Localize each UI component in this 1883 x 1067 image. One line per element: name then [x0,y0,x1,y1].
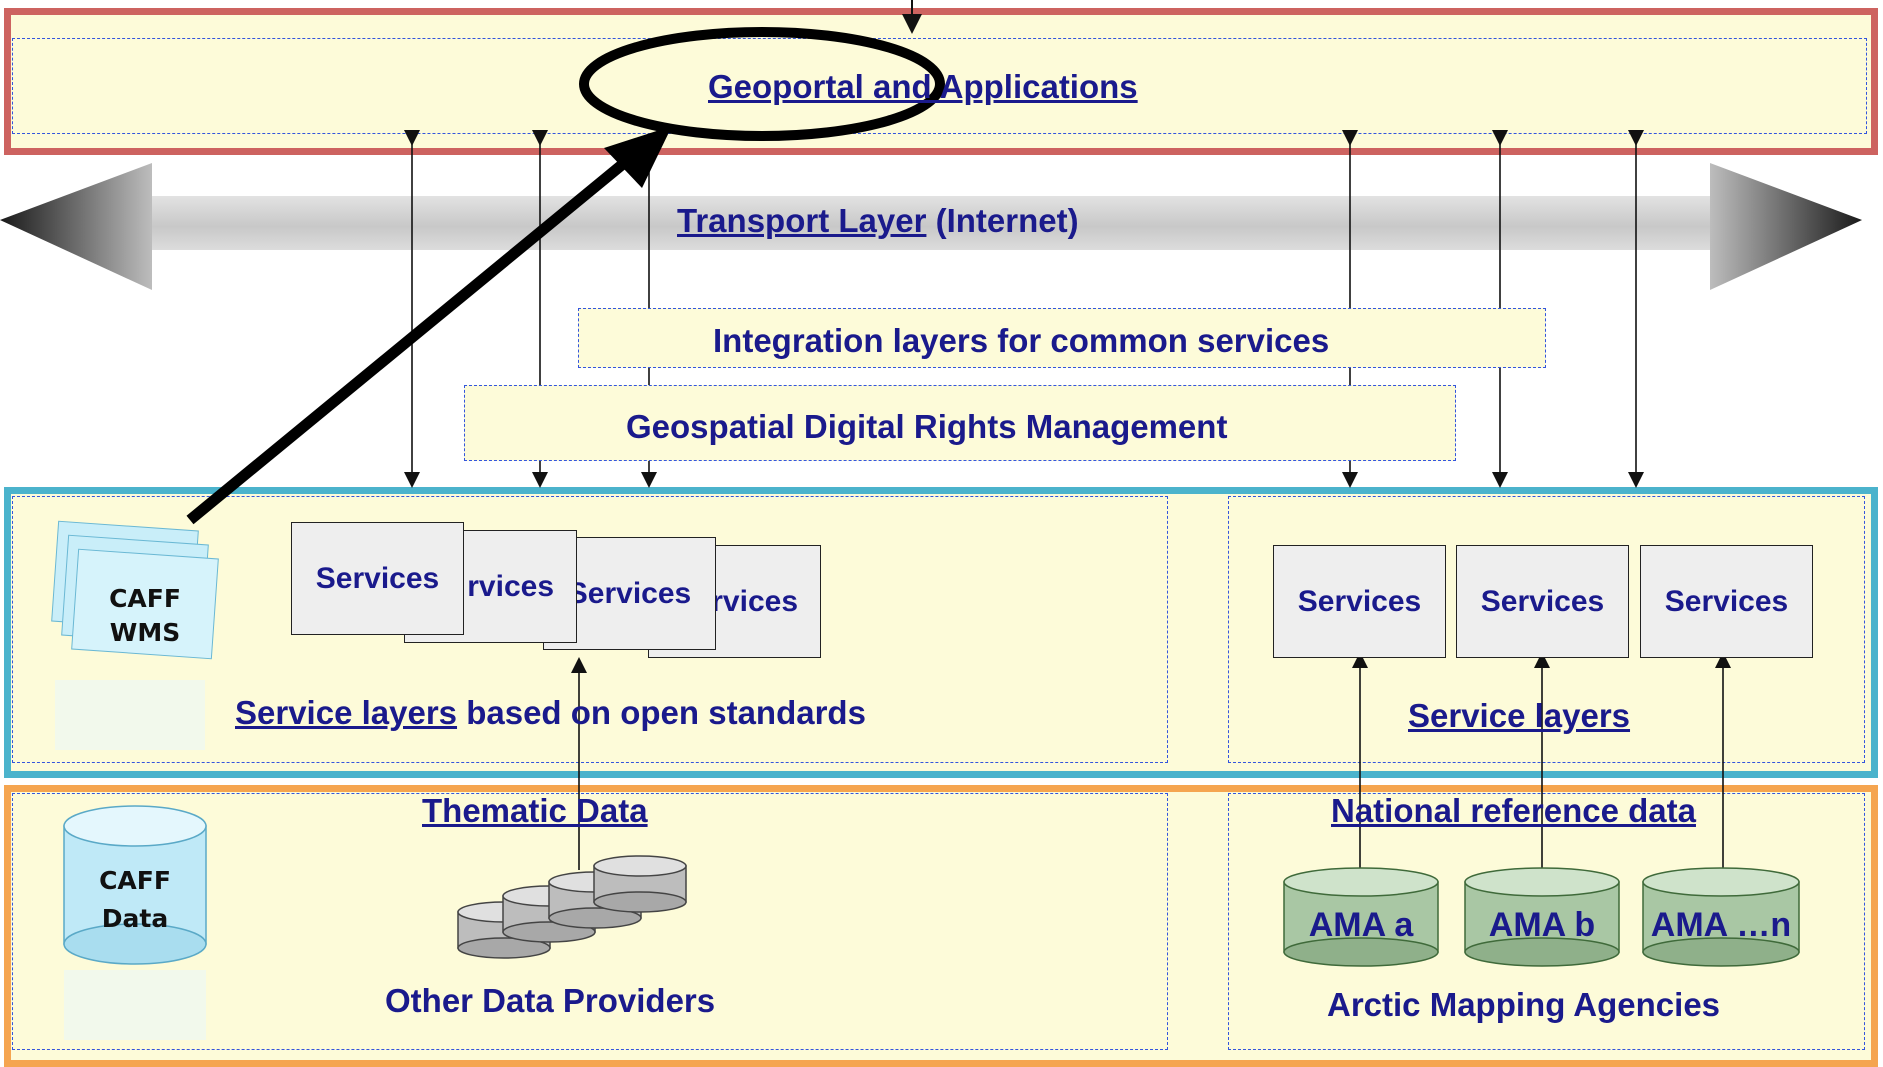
thematic-data-link[interactable]: Thematic Data [422,792,648,829]
caff-data-cylinder [63,805,207,1040]
service-layers-suffix: based on open standards [457,694,866,731]
national-reference-data-link[interactable]: National reference data [1331,792,1696,829]
transport-label: Transport Layer (Internet) [677,202,1079,240]
integration-box [578,308,1546,368]
data-provider-disks [457,855,687,959]
service-layers-right-link[interactable]: Service layers [1408,697,1631,734]
caff-data-label: CAFF Data [80,862,190,938]
integration-label: Integration layers for common services [713,322,1330,359]
ama-label-a: AMA a [1308,906,1414,944]
service-box-1[interactable]: Services [291,522,464,635]
service-box-right-3[interactable]: Services [1640,545,1813,658]
other-data-providers-label: Other Data Providers [385,982,716,1019]
caff-data-line2: Data [101,904,169,933]
ama-label-n: AMA …n [1650,906,1792,944]
service-layers-caption: Service layers based on open standards [235,694,866,732]
caff-data-line1: CAFF [99,866,171,895]
pointer-arrow [186,126,672,525]
transport-layer-link[interactable]: Transport Layer [677,202,927,239]
highlight-ellipse [579,27,945,141]
rights-box [464,385,1456,461]
ama-label-b: AMA b [1488,906,1596,944]
arctic-mapping-agencies-label: Arctic Mapping Agencies [1327,986,1721,1023]
ama-cylinders [1283,867,1800,967]
geoportal-link[interactable]: Geoportal and Applications [708,68,1138,105]
caff-wms-pages [51,520,219,750]
caff-wms-line2: WMS [109,618,181,647]
service-box-right-2[interactable]: Services [1456,545,1629,658]
transport-suffix: (Internet) [926,202,1079,239]
caff-wms-label: CAFF WMS [95,582,195,650]
caff-wms-line1: CAFF [109,584,181,613]
transport-arrow [0,163,1862,290]
rights-label: Geospatial Digital Rights Management [626,408,1228,445]
service-layers-link[interactable]: Service layers [235,694,458,731]
service-box-right-1[interactable]: Services [1273,545,1446,658]
